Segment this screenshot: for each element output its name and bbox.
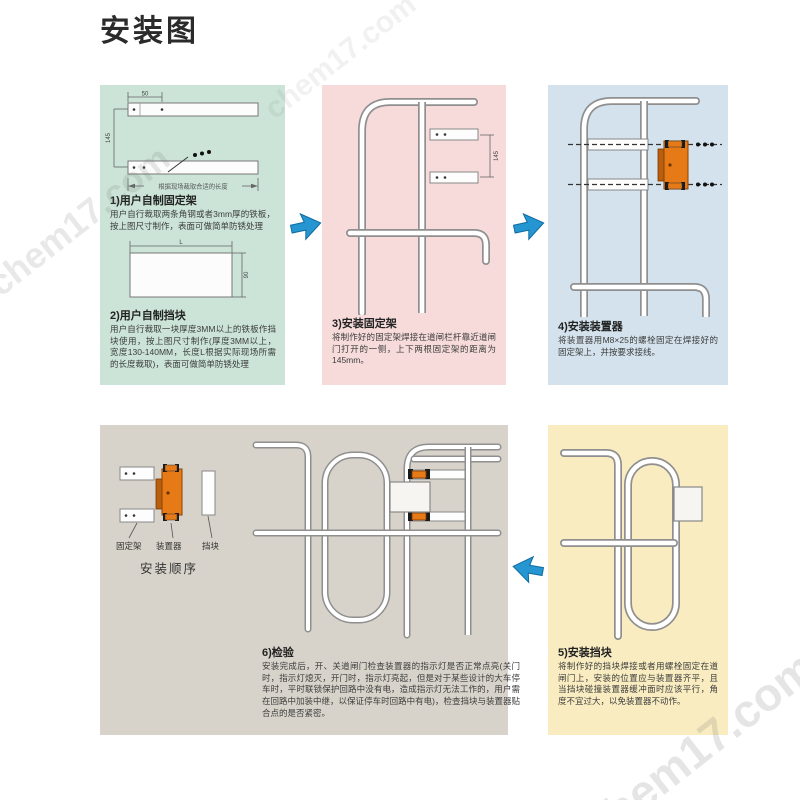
step1-body: 用户自行裁取两条角钢或者3mm厚的铁板，按上图尺寸制作，表面可做简单防锈处理 xyxy=(110,209,275,231)
gate-pipes xyxy=(252,441,502,633)
step4-body: 将装置器用M8×25的螺栓固定在焊接好的固定架上，并按要求接线。 xyxy=(558,335,718,357)
fixing-bar-top xyxy=(127,102,259,117)
panel-step-6: 固定架 装置器 挡块 安装顺序 xyxy=(100,425,520,735)
screw-dot xyxy=(200,151,204,156)
dim-cut-note: 根据现场裁取合适的长度 xyxy=(158,182,228,191)
stop-block-drawing: L 90 xyxy=(129,240,250,298)
fixing-frame-drawing: 50 145 根据现场裁取合适的长度 xyxy=(106,92,259,191)
bolt-dots xyxy=(696,142,714,187)
fixing-bar-top xyxy=(429,128,479,141)
panel-step-5: 5)安装挡块 将制作好的挡块焊接或者用螺栓固定在道闸门上，安装的位置应与装置器齐… xyxy=(548,425,728,735)
fixing-bar-icon xyxy=(119,508,155,523)
step3-body: 将制作好的固定架焊接在道闸栏杆靠近道闸门打开的一侧，上下两根固定架的距离为145… xyxy=(332,332,496,366)
step2-body: 用户自行裁取一块厚度3MM以上的铁板作挡块使用，按上图尺寸制作(厚度3MM以上，… xyxy=(110,324,276,370)
device-icon xyxy=(408,469,430,521)
stop-block-shape xyxy=(673,486,703,522)
device-icon xyxy=(155,464,183,521)
dim-block-length: L xyxy=(179,240,183,246)
dim-hole-spacing: 50 xyxy=(142,92,149,98)
step3-heading: 3)安装固定架 xyxy=(332,318,397,330)
device-mounting-drawing xyxy=(568,97,722,317)
arrow-left-icon xyxy=(512,555,545,584)
barrier-pipes xyxy=(570,97,710,317)
gate-pipes xyxy=(560,449,680,640)
dim-frame-gap: 145 xyxy=(106,132,112,143)
stop-block-icon xyxy=(201,470,216,516)
legend-block-label: 挡块 xyxy=(202,541,220,551)
dim-bar-gap: 145 xyxy=(494,150,500,161)
panel-step-3: 145 3)安装固定架 将制作好的固定架焊接在道闸栏杆靠近道闸门打开的一侧，上下… xyxy=(322,85,506,385)
barrier-frame-drawing: 145 xyxy=(346,98,500,315)
step6-heading: 6)检验 xyxy=(262,647,294,659)
device-icon xyxy=(657,140,689,190)
screw-dot xyxy=(207,150,211,154)
step2-heading: 2)用户自制挡块 xyxy=(110,310,186,322)
barrier-frame-pipes xyxy=(403,443,502,639)
gate-with-block-drawing xyxy=(560,449,703,640)
step1-heading: 1)用户自制固定架 xyxy=(110,195,197,207)
stop-block-shape xyxy=(129,252,233,298)
barrier-pipes xyxy=(346,98,490,315)
step5-body: 将制作好的挡块焊接或者用螺栓固定在道闸门上，安装的位置应与装置器齐平，且当挡块碰… xyxy=(558,661,718,707)
fixing-bar-bottom xyxy=(127,160,259,175)
arrow-right-icon xyxy=(512,212,545,241)
stop-block-shape xyxy=(389,481,431,513)
fixing-bar-bottom xyxy=(429,171,479,184)
screw-leader-line xyxy=(167,156,189,173)
legend-device-label: 装置器 xyxy=(156,541,182,551)
screw-dot xyxy=(193,153,197,157)
installation-order-label: 安装顺序 xyxy=(140,561,198,576)
page-title: 安装图 xyxy=(100,15,199,48)
assembled-overview-drawing xyxy=(252,441,502,639)
dim-block-width: 90 xyxy=(244,271,250,278)
parts-legend-drawing: 固定架 装置器 挡块 安装顺序 xyxy=(116,464,220,576)
fixing-bar-icon xyxy=(119,466,155,481)
panel-step-4: 4)安装装置器 将装置器用M8×25的螺栓固定在焊接好的固定架上，并按要求接线。 xyxy=(548,85,728,385)
step5-heading: 5)安装挡块 xyxy=(558,647,612,659)
step6-body: 安装完成后，开、关道闸门检查装置器的指示灯是否正常点亮(关门时，指示灯熄灭，开门… xyxy=(262,661,520,718)
step4-heading: 4)安装装置器 xyxy=(558,321,623,333)
panel-step-1-2: 50 145 根据现场裁取合适的长度 1)用户自 xyxy=(100,85,285,385)
arrow-right-icon xyxy=(289,212,322,241)
legend-fixing-frame-label: 固定架 xyxy=(116,541,142,551)
